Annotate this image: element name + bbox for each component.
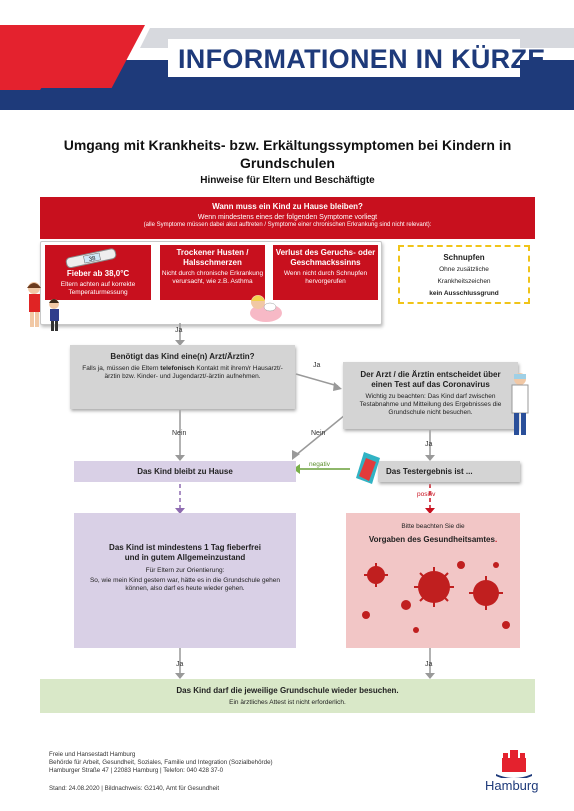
test-decision-title: Der Arzt / die Ärztin entscheidet über e…: [360, 370, 501, 389]
test-decision-text: Wichtig zu beachten: Das Kind darf zwisc…: [359, 393, 502, 416]
label-negativ: negativ: [309, 461, 330, 468]
sub-heading: Hinweise für Eltern und Beschäftigte: [200, 175, 375, 186]
virus-illustration: [362, 561, 510, 633]
child-mother-illustration: [27, 282, 59, 331]
symptom-fever-title: Fieber ab 38,0°C: [66, 269, 130, 278]
label-positiv: positiv: [417, 491, 436, 498]
positive-line2: Vorgaben des Gesundheitsamtes.: [368, 535, 498, 544]
symptom-smell-title: Verlust des Geruchs- oder Geschmackssinn…: [275, 248, 376, 267]
label-ja-4: Ja: [176, 661, 184, 668]
label-nein-1: Nein: [172, 430, 187, 437]
question-line1: Wenn mindestens eines der folgenden Symp…: [197, 214, 378, 221]
test-kit-illustration: [356, 452, 380, 484]
thermometer-icon: 38: [65, 248, 117, 268]
schnupfen-line1: Ohne zusätzliche: [439, 266, 489, 273]
final-box: Das Kind darf die jeweilige Grundschule …: [40, 679, 535, 713]
question-line2: (alle Symptome müssen dabei akut auftret…: [143, 222, 432, 228]
symptom-smell: Verlust des Geruchs- oder Geschmackssinn…: [273, 245, 378, 300]
stay-home-box: Das Kind bleibt zu Hause: [74, 461, 296, 482]
schnupfen-line2: Krankheitszeichen: [437, 278, 491, 285]
label-ja-2: Ja: [313, 362, 321, 369]
label-ja-3: Ja: [425, 441, 433, 448]
label-ja-5: Ja: [425, 661, 433, 668]
svg-text:38: 38: [88, 256, 96, 263]
fever-free-text: So, wie mein Kind gestern war, hätte es …: [89, 577, 281, 592]
question-bar: Wann muss ein Kind zu Hause bleiben? Wen…: [40, 197, 535, 239]
symptom-cough-desc: Nicht durch chronische Erkrankung verurs…: [161, 270, 264, 285]
question-title: Wann muss ein Kind zu Hause bleiben?: [212, 202, 363, 211]
doctor-question-text: Falls ja, müssen die Eltern telefonisch …: [82, 365, 283, 380]
symptom-cough-title: Trockener Husten / Halsschmerzen: [176, 248, 249, 267]
fever-free-box: Das Kind ist mindestens 1 Tag fieberfrei…: [74, 513, 296, 648]
fever-free-orient: Für Eltern zur Orientierung:: [145, 567, 225, 574]
schnupfen-title: Schnupfen: [443, 253, 485, 262]
footer-line1: Freie und Hansestadt Hamburg: [49, 751, 136, 758]
label-nein-2: Nein: [311, 430, 326, 437]
coughing-child-illustration: [250, 295, 282, 322]
page-title: INFORMATIONEN IN KÜRZE: [178, 44, 546, 74]
hamburg-logo-text: Hamburg: [485, 778, 539, 793]
footer-line2: Behörde für Arbeit, Gesundheit, Soziales…: [49, 759, 273, 766]
symptom-fever-desc: Eltern achten auf korrekte Temperaturmes…: [60, 281, 136, 296]
symptom-cough: Trockener Husten / Halsschmerzen Nicht d…: [160, 245, 265, 300]
positive-line1: Bitte beachten Sie die: [401, 523, 465, 530]
hamburg-logo-icon: [496, 750, 532, 778]
doctor-question-title: Benötigt das Kind eine(n) Arzt/Ärztin?: [110, 352, 255, 361]
test-result-text: Das Testergebnis ist ...: [386, 467, 473, 476]
title-box: [168, 39, 520, 77]
test-decision-box: Der Arzt / die Ärztin entscheidet über e…: [343, 362, 518, 429]
footer-line3: Hamburger Straße 47 | 22083 Hamburg | Te…: [49, 767, 224, 774]
final-text: Ein ärztliches Attest ist nicht erforder…: [229, 699, 346, 706]
main-heading: Umgang mit Krankheits- bzw. Erkältungssy…: [63, 137, 512, 171]
doctor-question-box: Benötigt das Kind eine(n) Arzt/Ärztin? F…: [70, 345, 295, 409]
footer-line4: Stand: 24.08.2020 | Bildnachweis: G2140,…: [49, 785, 220, 792]
stay-home-text: Das Kind bleibt zu Hause: [137, 467, 233, 476]
fever-free-title: Das Kind ist mindestens 1 Tag fieberfrei…: [109, 543, 261, 562]
test-result-box: Das Testergebnis ist ...: [378, 461, 520, 482]
label-ja-1: Ja: [175, 327, 183, 334]
final-title: Das Kind darf die jeweilige Grundschule …: [176, 686, 399, 695]
schnupfen-box: Schnupfen Ohne zusätzliche Krankheitszei…: [398, 245, 530, 304]
doctor-illustration: [511, 373, 529, 435]
symptom-smell-desc: Wenn nicht durch Schnupfen hervorgerufen: [283, 270, 368, 285]
schnupfen-line3: kein Ausschlussgrund: [429, 290, 499, 297]
